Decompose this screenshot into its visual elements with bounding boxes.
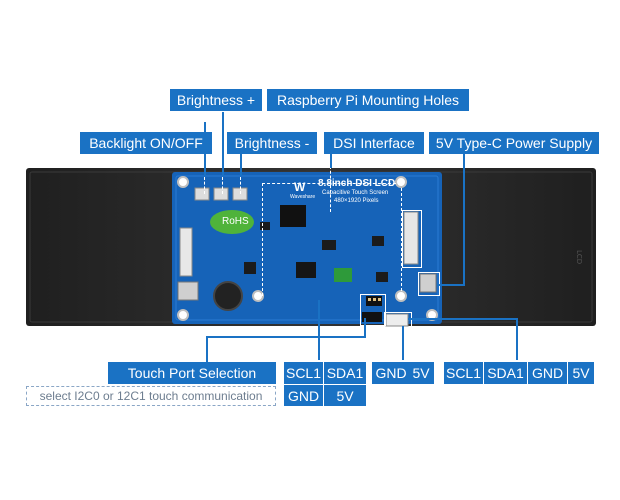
pin-right-scl1: SCL1 [444, 362, 484, 384]
board-subtitle: Capacitive Touch Screen [322, 190, 389, 196]
pin-right-sda1: SDA1 [484, 362, 528, 384]
rohs-text: RoHS [222, 216, 249, 227]
mounting-holes [177, 176, 438, 321]
board-resolution: 480×1920 Pixels [334, 198, 379, 204]
dsi-connector [403, 211, 419, 265]
pin-right-gnd: GND [528, 362, 568, 384]
type-c-port [419, 273, 437, 293]
pin-left-5v: 5V [324, 384, 366, 406]
dsi-interface-label: DSI Interface [324, 132, 424, 154]
rohs-mark [210, 210, 254, 234]
touch-port-selection-label: Touch Port Selection [108, 362, 276, 384]
svg-text:LCD: LCD [575, 250, 583, 264]
pin-left-gnd: GND [284, 384, 324, 406]
rpi-mounting-holes-label: Raspberry Pi Mounting Holes [267, 89, 469, 111]
waveshare-logo-icon: W [294, 180, 306, 194]
pin-middle-5v: 5V [408, 362, 434, 384]
board-brand: Waveshare [290, 194, 316, 200]
main-ic [280, 205, 306, 227]
pin-left-scl1: SCL1 [284, 362, 324, 384]
pin-left-sda1: SDA1 [324, 362, 366, 384]
touch-port-note: select I2C0 or 12C1 touch communication [26, 386, 276, 406]
pin-right-5v: 5V [568, 362, 594, 384]
backlight-label: Backlight ON/OFF [80, 132, 212, 154]
brightness-plus-label: Brightness + [170, 89, 262, 111]
buzzer [213, 281, 243, 311]
power-supply-label: 5V Type-C Power Supply [429, 132, 599, 154]
brightness-minus-label: Brightness - [227, 132, 317, 154]
pcb-board [172, 172, 442, 324]
pin-middle-gnd: GND [372, 362, 410, 384]
pcb-buttons [194, 187, 248, 201]
